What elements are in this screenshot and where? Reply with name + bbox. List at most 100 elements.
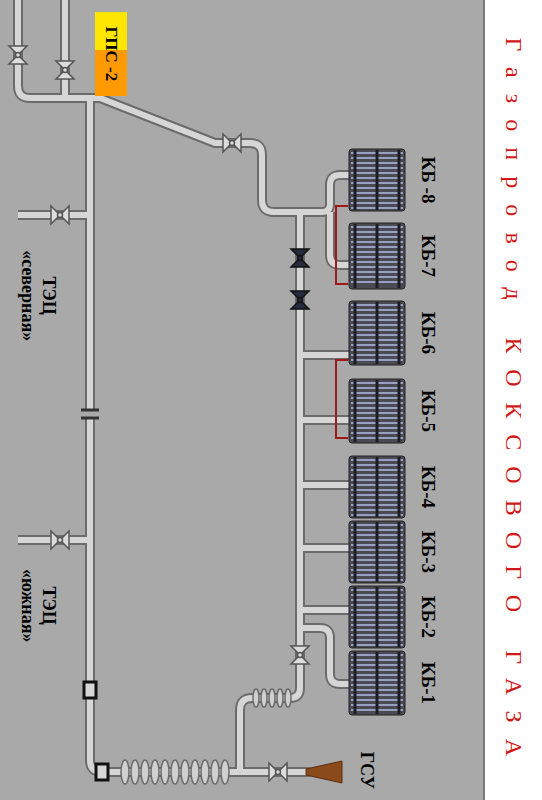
valves (9, 46, 309, 781)
battery-frame (354, 587, 357, 647)
battery-label: КБ-6 (417, 312, 439, 354)
valve-symbol (291, 249, 309, 267)
pipe (18, 0, 92, 98)
valve-symbol (223, 134, 241, 152)
battery-figure (348, 520, 406, 584)
battery-frame (398, 224, 401, 288)
battery-label: КБ-2 (417, 596, 439, 638)
rib (201, 760, 209, 784)
pipe (240, 212, 300, 772)
consumer-label: ТЭЦ «северная» (17, 240, 58, 350)
battery-body (349, 521, 405, 583)
pipe (90, 98, 352, 212)
battery-figure (348, 300, 406, 366)
consumer-label: ТЭЦ «южная» (17, 550, 58, 660)
battery-frame (376, 380, 379, 442)
gas-link (336, 360, 348, 438)
battery-figure (348, 378, 406, 444)
rib (221, 760, 229, 784)
battery-body (349, 301, 405, 365)
panel-border (483, 0, 485, 800)
rib (253, 689, 259, 707)
battery-frame (376, 150, 379, 210)
flare-cone (306, 761, 342, 783)
battery-label: КБ -8 (417, 156, 439, 203)
battery-frame (354, 522, 357, 582)
rib (141, 760, 149, 784)
pipe (18, 215, 90, 540)
valve-symbol (56, 61, 74, 79)
coke-battery: КБ-7 (348, 222, 448, 290)
coke-battery: КБ -8 (348, 148, 448, 212)
valves-closed (291, 249, 309, 309)
rib (181, 760, 189, 784)
station-label: ГПС -2 (101, 26, 121, 81)
valve-symbol (51, 531, 69, 549)
battery-frame (376, 522, 379, 582)
battery-frame (376, 587, 379, 647)
pipe (300, 355, 352, 610)
diagram-title: Газопровод КОКСОВОГО ГАЗА (499, 38, 527, 773)
battery-label: КБ-4 (417, 466, 439, 508)
rib (269, 689, 275, 707)
pipe (240, 212, 300, 772)
battery-frame (354, 224, 357, 288)
pipe (300, 355, 352, 610)
meter-symbol (84, 682, 96, 698)
battery-body (349, 456, 405, 518)
battery-frame (376, 302, 379, 364)
pipe (60, 0, 70, 98)
battery-label: КБ-3 (417, 531, 439, 573)
valve-symbol (51, 206, 69, 224)
pipe (18, 215, 90, 540)
battery-body (349, 651, 405, 715)
battery-frame (398, 380, 401, 442)
valve-symbol (291, 291, 309, 309)
pipe (300, 628, 352, 684)
coke-battery: КБ-6 (348, 300, 448, 366)
coke-battery: КБ-3 (348, 520, 448, 584)
pipe (18, 0, 92, 98)
valve-symbol (291, 646, 309, 664)
battery-frame (398, 652, 401, 714)
coke-battery: КБ-4 (348, 455, 448, 519)
coke-battery: КБ-5 (348, 378, 448, 444)
battery-figure (348, 222, 406, 290)
battery-figure (348, 148, 406, 212)
rib (191, 760, 199, 784)
battery-frame (398, 150, 401, 210)
meter-symbol (96, 764, 108, 780)
flange-mark (81, 409, 99, 412)
pipe (90, 98, 352, 212)
battery-figure (348, 455, 406, 519)
pipe (62, 0, 68, 98)
battery-body (349, 149, 405, 211)
valve-symbol (269, 763, 287, 781)
pipe-body (18, 0, 352, 772)
battery-body (349, 586, 405, 648)
battery-figure (348, 650, 406, 716)
battery-frame (398, 587, 401, 647)
battery-frame (354, 302, 357, 364)
station-box: ГПС -2 (95, 12, 127, 96)
battery-frame (398, 302, 401, 364)
battery-frame (354, 652, 357, 714)
compensator (121, 689, 291, 784)
flare-label: ГСУ (356, 751, 377, 788)
battery-label: КБ-1 (417, 662, 439, 704)
rib (261, 689, 267, 707)
rib (151, 760, 159, 784)
battery-label: КБ-5 (417, 390, 439, 432)
flange-mark (81, 417, 99, 420)
battery-frame (376, 224, 379, 288)
valve-symbol (9, 46, 27, 64)
rib (285, 689, 291, 707)
rib (277, 689, 283, 707)
battery-frame (398, 457, 401, 517)
gas-link (336, 206, 348, 284)
pipe (90, 98, 310, 772)
battery-frame (354, 150, 357, 210)
battery-body (349, 379, 405, 443)
